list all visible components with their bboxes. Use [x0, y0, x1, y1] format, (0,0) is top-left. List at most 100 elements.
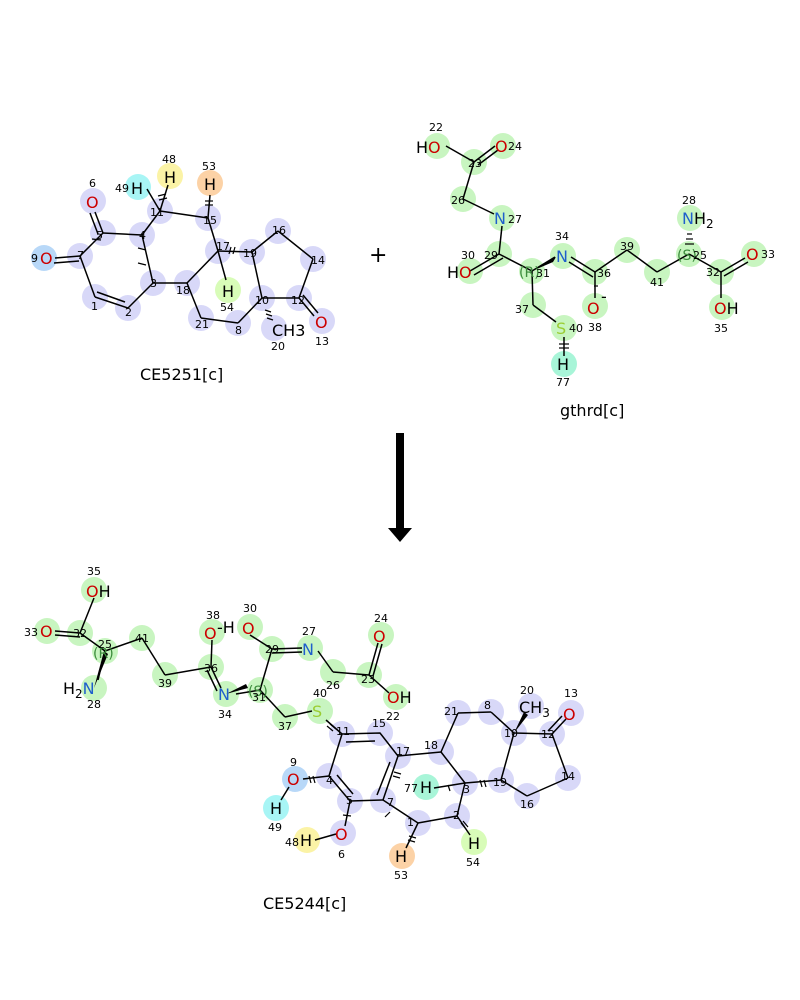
idx-38: 38: [588, 321, 602, 334]
idx-33: 33: [24, 626, 38, 639]
idx-12: 12: [291, 294, 305, 307]
idx-36: 36: [597, 267, 611, 280]
atom-o24: O: [495, 137, 508, 156]
idx-6: 6: [338, 848, 345, 861]
idx-11: 11: [336, 725, 350, 738]
idx-27: 27: [302, 625, 316, 638]
idx-1: 1: [91, 300, 98, 313]
atom-oh35: OH: [86, 582, 111, 601]
atom-s40: S: [556, 319, 566, 338]
atom-n27: N: [302, 640, 314, 659]
idx-48: 48: [162, 153, 176, 166]
idx-49: 49: [268, 821, 282, 834]
idx-48: 48: [285, 836, 299, 849]
idx-18: 18: [176, 284, 190, 297]
atom-o33: O: [40, 622, 53, 641]
idx-32: 32: [73, 627, 87, 640]
idx-40: 40: [313, 687, 327, 700]
idx-34: 34: [218, 708, 232, 721]
atom-h49: H: [270, 799, 282, 818]
atom-h53: H: [395, 847, 407, 866]
idx-23: 23: [361, 673, 375, 686]
molecule-gthrd: HO O N HO N (R) (S) NH2 O OH S O - H 22 …: [416, 121, 775, 420]
idx-29: 29: [265, 643, 279, 656]
idx-2: 2: [453, 809, 460, 822]
idx-24: 24: [508, 140, 522, 153]
idx-77: 77: [404, 782, 418, 795]
plus-sign: +: [369, 243, 387, 268]
idx-38: 38: [206, 609, 220, 622]
atom-o9: O: [287, 770, 300, 789]
idx-2: 2: [125, 306, 132, 319]
idx-40: 40: [569, 322, 583, 335]
idx-20: 20: [271, 340, 285, 353]
atom-h77: H: [420, 778, 432, 797]
idx-28: 28: [87, 698, 101, 711]
idx-37: 37: [515, 303, 529, 316]
molecule-ce5244: OH O (R) H2N O -H O N O OH N (S) S O H H…: [24, 565, 584, 913]
reaction-arrow: [388, 433, 412, 542]
idx-16: 16: [272, 224, 286, 237]
idx-36: 36: [204, 662, 218, 675]
idx-35: 35: [714, 322, 728, 335]
atom-h54: H: [468, 834, 480, 853]
reactant-name-ce5251: CE5251[c]: [140, 365, 223, 384]
idx-26: 26: [326, 679, 340, 692]
idx-32: 32: [706, 266, 720, 279]
idx-5: 5: [346, 794, 353, 807]
atom-o6: O: [335, 825, 348, 844]
atom-o9: O: [40, 249, 53, 268]
idx-7: 7: [387, 796, 394, 809]
idx-21: 21: [195, 318, 209, 331]
idx-31: 31: [536, 267, 550, 280]
idx-3: 3: [463, 783, 470, 796]
idx-41: 41: [650, 276, 664, 289]
idx-29: 29: [484, 249, 498, 262]
atom-ch3: CH3: [519, 698, 550, 720]
atom-o30: O: [242, 619, 255, 638]
idx-10: 10: [255, 294, 269, 307]
atom-nh2: NH2: [682, 209, 714, 231]
idx-9: 9: [290, 756, 297, 769]
atom-o38: O: [204, 624, 217, 643]
stereo-s25: (S): [677, 248, 697, 264]
reactant-name-gthrd: gthrd[c]: [560, 401, 624, 420]
idx-22: 22: [429, 121, 443, 134]
idx-14: 14: [561, 770, 575, 783]
product-name-ce5244: CE5244[c]: [263, 894, 346, 913]
atom-n34: N: [556, 247, 568, 266]
idx-8: 8: [235, 324, 242, 337]
idx-24: 24: [374, 612, 388, 625]
atom-h2n: H2N: [63, 679, 95, 701]
idx-35: 35: [87, 565, 101, 578]
idx-12: 12: [541, 728, 555, 741]
idx-31: 31: [252, 691, 266, 704]
idx-15: 15: [203, 214, 217, 227]
atom-h49: H: [131, 179, 143, 198]
charge-h38: -H: [217, 618, 235, 637]
idx-34: 34: [555, 230, 569, 243]
atom-ho22: HO: [416, 138, 441, 157]
atom-o38: O: [587, 299, 600, 318]
idx-30: 30: [243, 602, 257, 615]
idx-26: 26: [451, 194, 465, 207]
idx-54: 54: [466, 856, 480, 869]
atom-n27: N: [494, 209, 506, 228]
stereo-r31: (R): [519, 265, 540, 281]
idx-16: 16: [520, 798, 534, 811]
idx-33: 33: [761, 248, 775, 261]
atom-o24: O: [373, 627, 386, 646]
idx-37: 37: [278, 720, 292, 733]
stereo-r25: (R): [93, 646, 114, 662]
idx-30: 30: [461, 249, 475, 262]
atom-h48: H: [300, 831, 312, 850]
atom-o6: O: [86, 193, 99, 212]
molecule-ce5251: O O O H H H H CH3 6 5 4 11 15 17 19 16 1…: [31, 153, 335, 384]
atom-ho30: HO: [447, 263, 472, 282]
atom-ch3: CH3: [272, 321, 305, 340]
idx-5: 5: [96, 229, 103, 242]
idx-53: 53: [202, 160, 216, 173]
idx-25: 25: [98, 638, 112, 651]
